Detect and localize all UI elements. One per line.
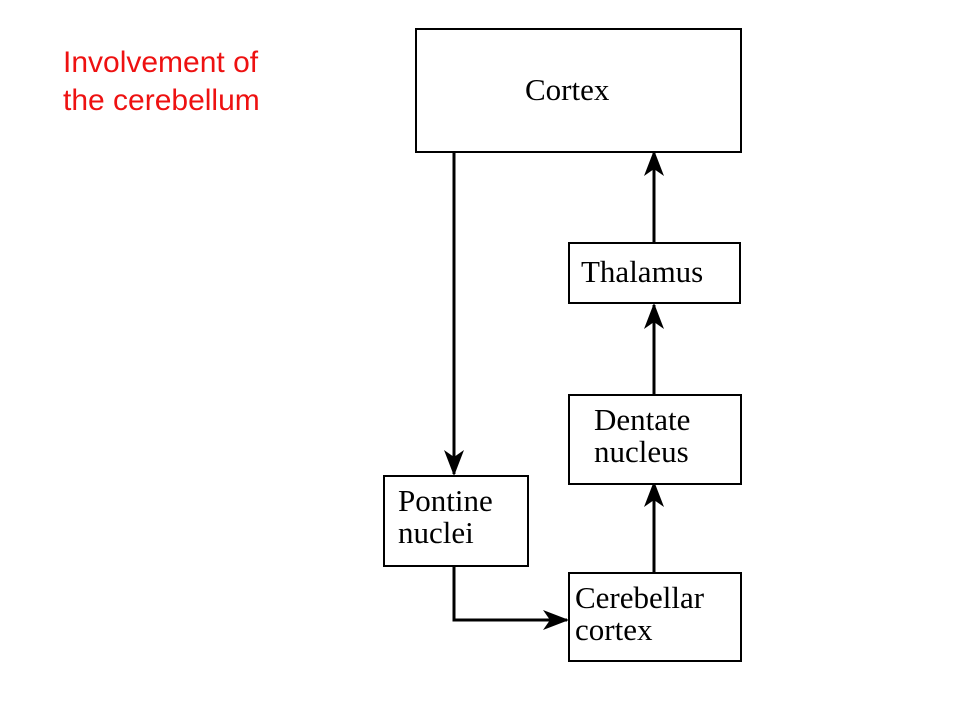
- title-line-2: the cerebellum: [63, 84, 260, 117]
- title-line-1: Involvement of: [63, 46, 259, 79]
- node-dentate-nucleus-label: Dentate nucleus: [594, 402, 691, 469]
- node-thalamus: Thalamus: [568, 242, 741, 304]
- node-dentate-nucleus: Dentate nucleus: [568, 394, 742, 485]
- node-pontine-nuclei-label: Pontine nuclei: [398, 483, 493, 550]
- diagram-title: Involvement of the cerebellum: [63, 44, 260, 120]
- node-cortex-label: Cortex: [525, 72, 610, 107]
- edge-pontine-to-cerebellar: [452, 567, 569, 630]
- node-cerebellar-cortex-label: Cerebellar cortex: [575, 580, 705, 647]
- node-cortex: Cortex: [415, 28, 742, 153]
- node-thalamus-label: Thalamus: [581, 254, 704, 289]
- node-pontine-nuclei: Pontine nuclei: [383, 475, 529, 567]
- node-cerebellar-cortex: Cerebellar cortex: [568, 572, 742, 662]
